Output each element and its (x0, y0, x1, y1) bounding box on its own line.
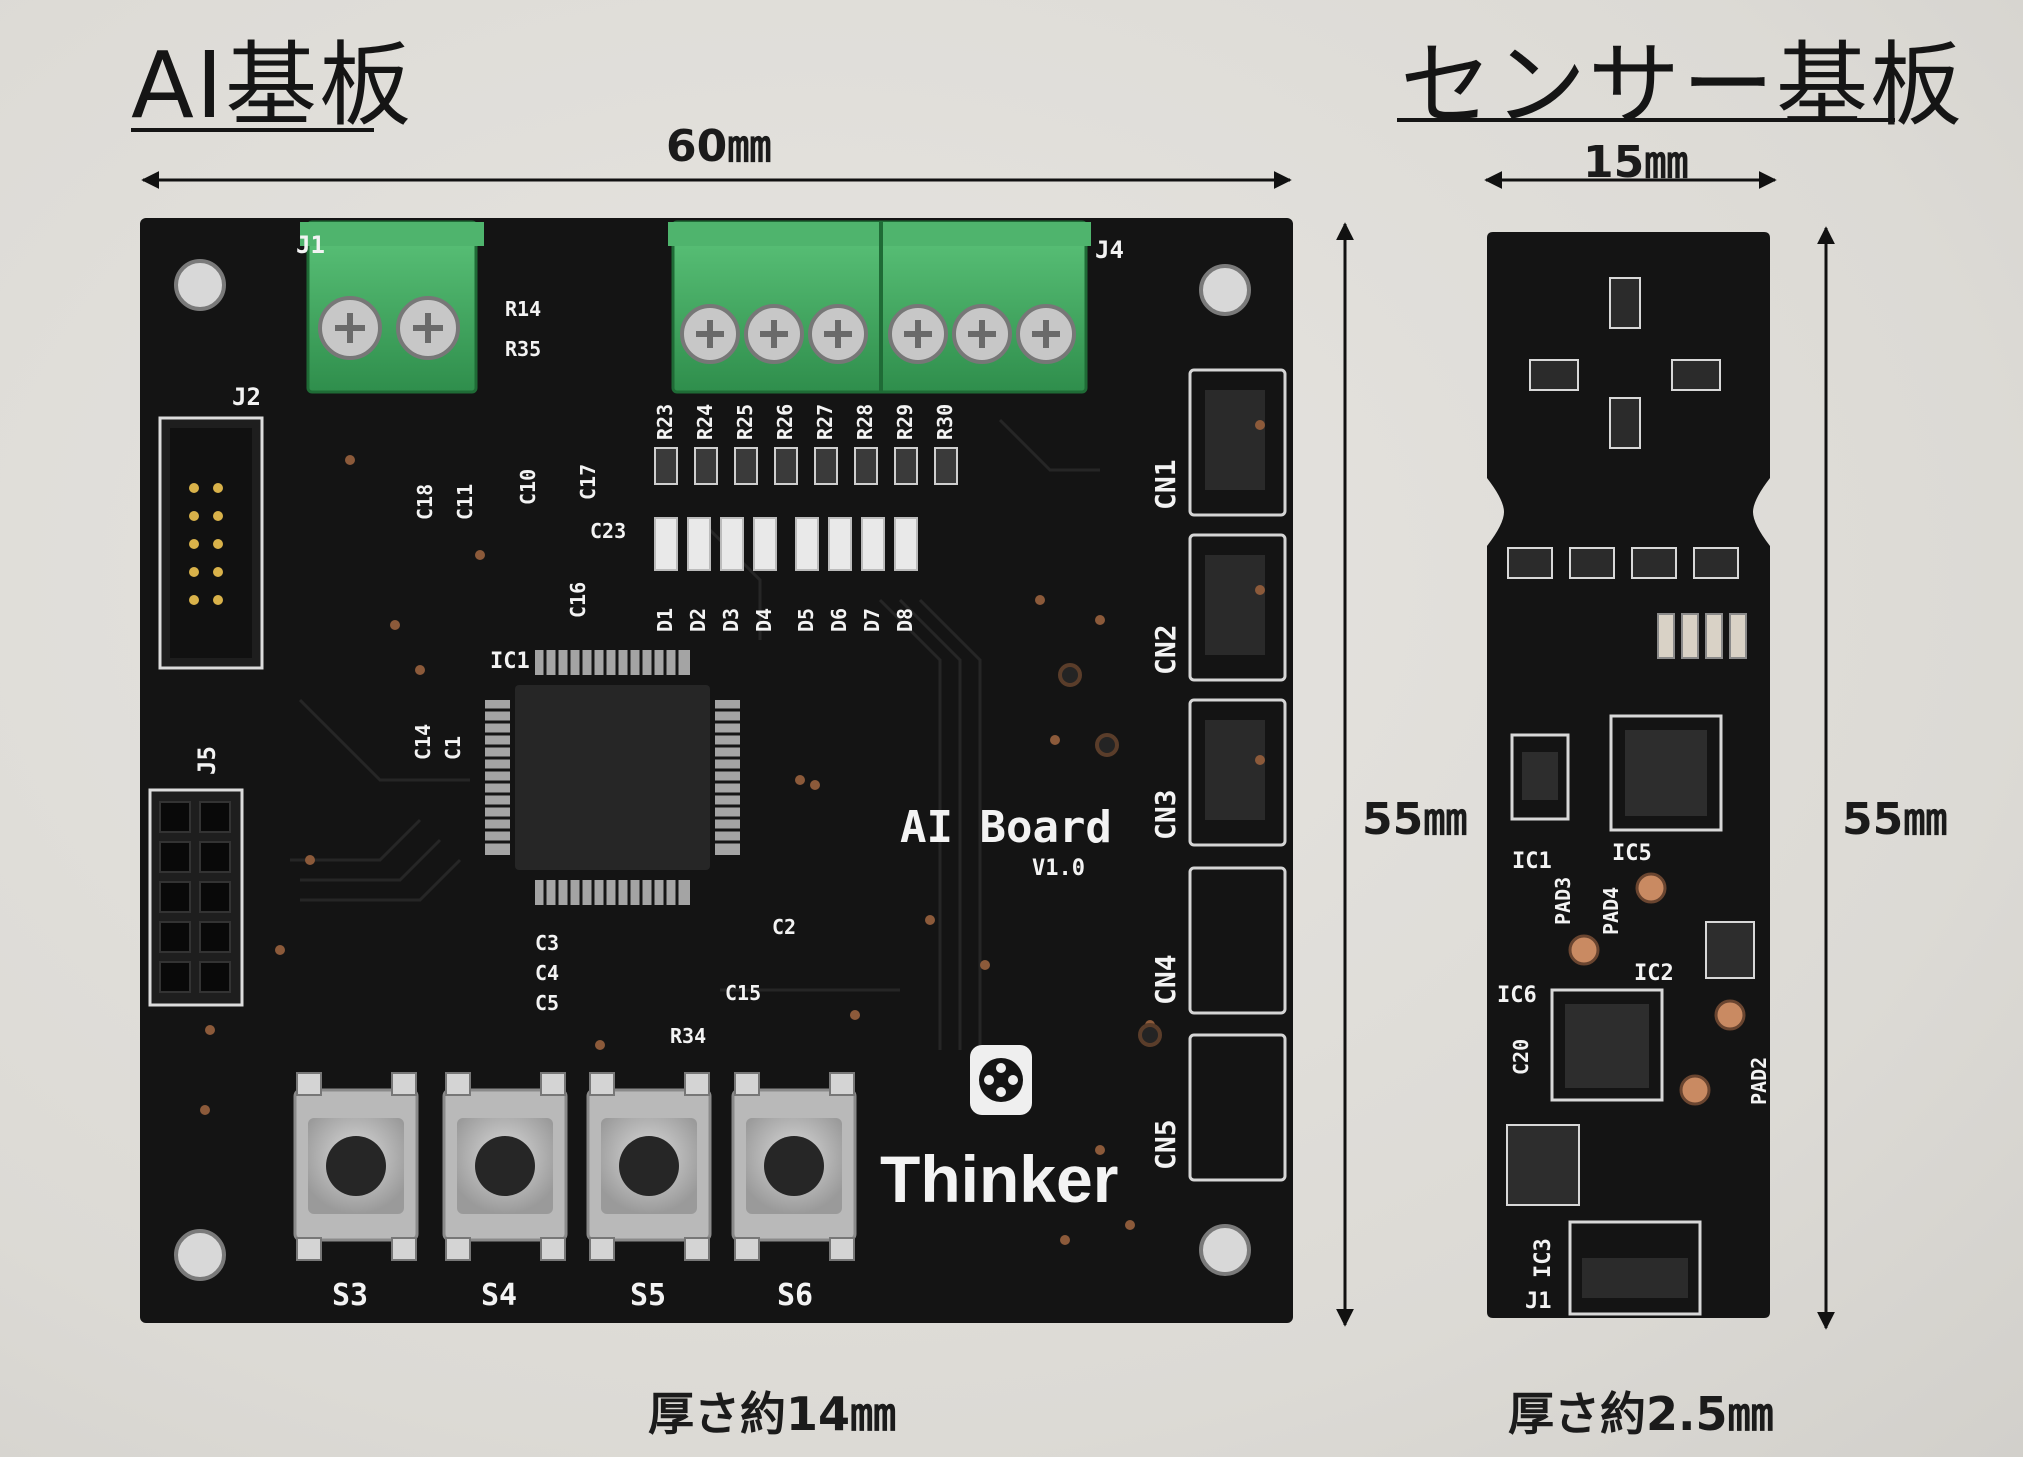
ai-board-name-silk: AI Board (900, 802, 1112, 853)
silk-d5: D5 (794, 608, 818, 632)
silk-cn5: CN5 (1149, 1119, 1182, 1170)
sensor-silk-pad4: PAD4 (1599, 887, 1623, 935)
silk-j4: J4 (1095, 236, 1124, 264)
silk-r35: R35 (505, 337, 541, 361)
silk-r24: R24 (693, 404, 717, 440)
ai-board-switches (293, 1072, 857, 1261)
sensor-board-title-underline (1397, 118, 1895, 122)
silk-c5: C5 (535, 991, 559, 1015)
silk-d7: D7 (860, 608, 884, 632)
silk-d2: D2 (686, 608, 710, 632)
silk-c11: C11 (453, 484, 477, 520)
silk-c16: C16 (566, 582, 590, 618)
ai-board-title-underline (131, 128, 374, 132)
silk-d8: D8 (893, 608, 917, 632)
silk-c3: C3 (535, 931, 559, 955)
silk-s3: S3 (332, 1278, 368, 1313)
sensor-silk-ic2: IC2 (1634, 961, 1674, 986)
silk-ic1: IC1 (490, 649, 530, 674)
ai-board-width-label: 60㎜ (666, 121, 772, 172)
silk-j2: J2 (232, 383, 261, 411)
silk-c4: C4 (535, 961, 559, 985)
silk-s5: S5 (630, 1278, 666, 1313)
silk-c18: C18 (413, 484, 437, 520)
silk-c1: C1 (441, 736, 465, 760)
silk-cn4: CN4 (1149, 954, 1182, 1005)
silk-d3: D3 (719, 608, 743, 632)
silk-c17: C17 (576, 464, 600, 500)
silk-s4: S4 (481, 1278, 517, 1313)
silk-j1: J1 (296, 231, 325, 259)
silk-c2: C2 (772, 915, 796, 939)
ai-board-title: AI基板 (131, 32, 414, 139)
silk-cn1: CN1 (1149, 459, 1182, 510)
silk-cn2: CN2 (1149, 624, 1182, 675)
sensor-silk-pad3: PAD3 (1551, 877, 1575, 925)
sensor-silk-j1: J1 (1525, 1289, 1552, 1314)
silk-c15: C15 (725, 981, 761, 1005)
silk-d1: D1 (653, 608, 677, 632)
silk-r26: R26 (773, 404, 797, 440)
silk-r34: R34 (670, 1024, 706, 1048)
silk-d4: D4 (752, 608, 776, 632)
ai-board-ic1 (485, 650, 740, 905)
silk-r28: R28 (853, 404, 877, 440)
silk-s6: S6 (777, 1278, 813, 1313)
silk-j5: J5 (193, 746, 221, 775)
silk-d6: D6 (827, 608, 851, 632)
silk-r25: R25 (733, 404, 757, 440)
sensor-silk-ic6: IC6 (1497, 983, 1537, 1008)
sensor-silk-pad2: PAD2 (1747, 1057, 1771, 1105)
sensor-board-pcb: IC1 IC5 IC2 IC6 IC3 PAD3 PAD4 PAD2 C20 J… (1487, 232, 1771, 1318)
silk-cn3: CN3 (1149, 789, 1182, 840)
sensor-board-thickness-label: 厚さ約2.5㎜ (1508, 1387, 1774, 1441)
ai-board-pcb: AI Board V1.0 Thinker J1 J2 J4 J5 CN1 CN… (140, 218, 1293, 1323)
silk-c10: C10 (516, 469, 540, 505)
sensor-board-height-label: 55㎜ (1842, 794, 1948, 845)
thinker-logo-icon (970, 1045, 1032, 1115)
ai-board-height-label: 55㎜ (1362, 794, 1468, 845)
silk-r27: R27 (813, 404, 837, 440)
silk-r14: R14 (505, 297, 541, 321)
silk-c14: C14 (411, 724, 435, 760)
sensor-board-title: センサー基板 (1400, 32, 1965, 139)
ai-board-brand-silk: Thinker (880, 1142, 1118, 1216)
ai-board-thickness-label: 厚さ約14㎜ (648, 1387, 897, 1441)
sensor-silk-c20: C20 (1509, 1039, 1533, 1075)
ai-board-version-silk: V1.0 (1032, 856, 1085, 881)
silk-c23: C23 (590, 519, 626, 543)
silk-r29: R29 (893, 404, 917, 440)
silk-r30: R30 (933, 404, 957, 440)
sensor-silk-ic1: IC1 (1512, 849, 1552, 874)
sensor-silk-ic3: IC3 (1531, 1238, 1556, 1278)
silk-r23: R23 (653, 404, 677, 440)
sensor-silk-ic5: IC5 (1612, 841, 1652, 866)
